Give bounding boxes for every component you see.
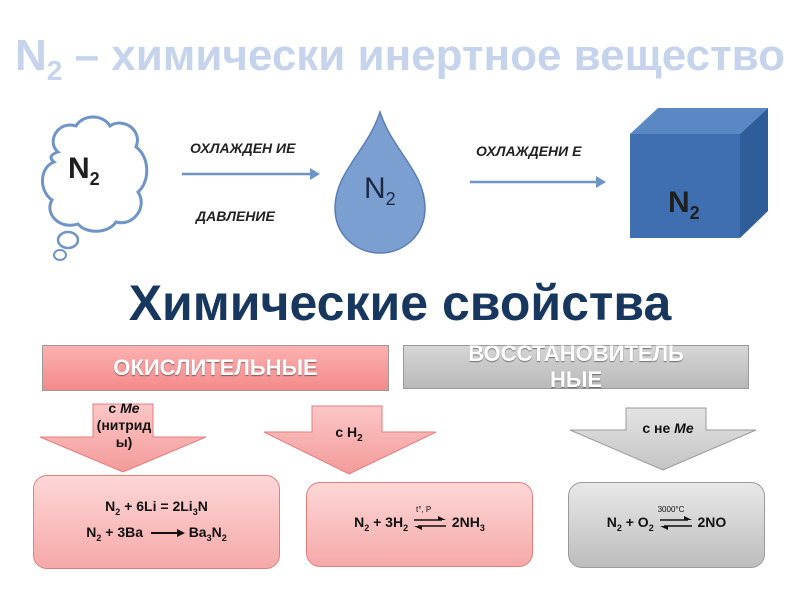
reaction-box-metals: N2 + 6Li = 2Li3N N2 + 3Ba Ba3N2: [33, 475, 280, 569]
arrow-with-nonmetal: [568, 406, 758, 472]
right-arrow-icon: [150, 529, 185, 538]
condition-tp: t°, P: [415, 504, 432, 514]
equilibrium-arrow-icon: [659, 516, 692, 531]
cooling-label-1: ОХЛАЖДЕН ИЕ: [190, 140, 296, 156]
oxidizing-banner: ОКИСЛИТЕЛЬНЫЕ: [42, 345, 389, 391]
solid-cube-shape: [628, 106, 773, 241]
pressure-label: ДАВЛЕНИЕ: [196, 208, 275, 224]
solid-state-label: N2: [668, 186, 700, 223]
arrow-with-hydrogen: [262, 404, 438, 476]
liquid-drop-shape: [330, 110, 430, 255]
with-nonmetal-label: с не Ме: [642, 420, 694, 436]
reaction-no: N2 + O2 3000°C 2NO: [607, 505, 727, 538]
arrow-with-metal: [38, 402, 208, 474]
reaction-ba: N2 + 3Ba Ba3N2: [86, 524, 227, 543]
reaction-box-hydrogen: N2 + 3H2 t°, P 2NH3: [306, 482, 533, 567]
reducing-banner: ВОССТАНОВИТЕЛЬ НЫЕ: [403, 341, 749, 392]
transition-arrow-1: [182, 166, 322, 182]
reaction-ammonia: N2 + 3H2 t°, P 2NH3: [354, 505, 485, 538]
chemical-properties-heading: Химические свойства: [128, 275, 672, 331]
condition-temperature: 3000°C: [657, 505, 685, 515]
with-hydrogen-label: с H2: [335, 424, 363, 444]
equilibrium-arrow-icon: [413, 515, 446, 530]
cooling-label-2: ОХЛАЖДЕНИ Е: [476, 143, 582, 159]
with-metal-label: с Ме (нитриды): [96, 400, 152, 450]
liquid-state-label: N2: [364, 172, 396, 209]
reaction-li: N2 + 6Li = 2Li3N: [105, 498, 208, 517]
reaction-box-oxygen: N2 + O2 3000°C 2NO: [568, 482, 765, 568]
gas-cloud-shape: [38, 112, 153, 262]
page-title: N2 – химически инертное вещество: [14, 31, 785, 86]
gas-state-label: N2: [68, 152, 100, 189]
transition-arrow-2: [470, 174, 610, 190]
